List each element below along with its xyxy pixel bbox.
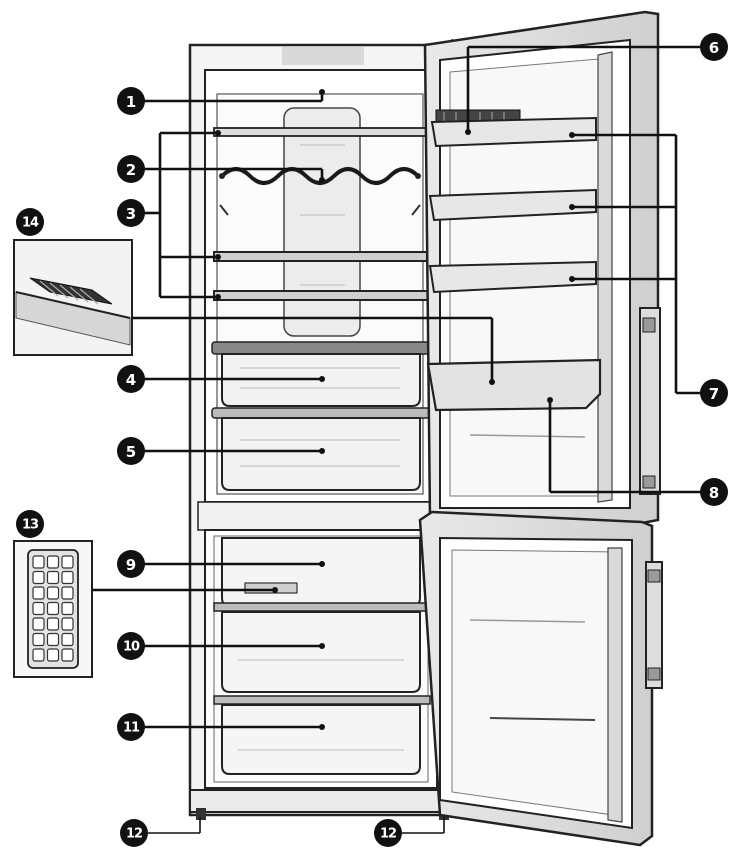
ice-cube-cell	[61, 586, 74, 600]
ice-cube-cell	[32, 617, 45, 631]
ice-cube-cell	[32, 555, 45, 569]
ice-cube-cell	[61, 617, 74, 631]
vegetable-drawer-upper	[211, 341, 431, 407]
door-shelf-1	[430, 116, 597, 148]
ice-cube-cell	[46, 555, 60, 569]
callout-13: 13	[16, 510, 44, 538]
shelf-supports	[219, 204, 421, 216]
ice-cube-cell	[46, 648, 60, 662]
ice-cube-cell	[46, 632, 60, 647]
callout-14: 14	[16, 208, 44, 236]
callout-2: 2	[117, 155, 145, 183]
leader-lines	[92, 45, 702, 834]
ice-cube-cell	[61, 632, 74, 647]
svg-text:2: 2	[126, 161, 136, 179]
ice-cube-cell	[46, 601, 60, 616]
ice-cube-cell	[61, 601, 74, 616]
callout-11: 11	[117, 713, 145, 741]
callout-10: 10	[117, 632, 145, 660]
svg-text:9: 9	[126, 556, 136, 574]
callout-7: 7	[700, 379, 728, 407]
callout-12-left: 12	[120, 819, 148, 847]
ice-cube-cell	[32, 586, 45, 600]
callout-3: 3	[117, 199, 145, 227]
ice-cube-cell	[46, 617, 60, 631]
ice-cube-cell	[32, 632, 45, 647]
ice-cube-cell	[32, 570, 45, 585]
callout-9: 9	[117, 550, 145, 578]
svg-text:5: 5	[126, 443, 136, 461]
ice-cube-cell	[46, 586, 60, 600]
shelf-top	[213, 127, 431, 137]
inset-13-ice-cube-tray	[13, 540, 93, 678]
callout-1: 1	[117, 87, 145, 115]
svg-text:3: 3	[126, 205, 136, 223]
leader-endpoints	[215, 89, 575, 730]
freezer-drawer-top	[213, 537, 431, 612]
svg-text:12: 12	[380, 827, 396, 842]
svg-text:7: 7	[709, 385, 719, 403]
freezer-door	[418, 510, 663, 847]
shelf-lower	[213, 290, 431, 301]
svg-text:14: 14	[22, 216, 39, 231]
ice-cube-cells	[32, 555, 74, 662]
ice-cube-cell	[61, 555, 74, 569]
callout-6: 6	[700, 33, 728, 61]
callout-4: 4	[117, 365, 145, 393]
svg-text:8: 8	[709, 484, 719, 502]
inset-14-butter-rack-detail	[13, 239, 133, 356]
freezer-drawer-bottom	[221, 704, 421, 775]
svg-text:12: 12	[126, 827, 142, 842]
svg-text:6: 6	[709, 39, 719, 57]
callout-5: 5	[117, 437, 145, 465]
ice-cube-cell	[32, 648, 45, 662]
door-shelf-2	[428, 188, 597, 222]
callout-8: 8	[700, 478, 728, 506]
ice-cube-cell	[32, 601, 45, 616]
door-shelf-3	[428, 260, 597, 294]
svg-text:4: 4	[126, 371, 136, 389]
door-bottle-shelf	[426, 358, 602, 412]
freezer-drawer-middle	[213, 611, 431, 705]
svg-text:10: 10	[123, 640, 140, 655]
svg-text:1: 1	[126, 93, 136, 111]
ice-cube-cell	[61, 570, 74, 585]
wine-rack	[219, 167, 421, 185]
ice-cube-cell	[61, 648, 74, 662]
svg-text:11: 11	[123, 721, 140, 736]
shelf-middle	[213, 251, 431, 262]
ice-cube-cell	[46, 570, 60, 585]
svg-text:13: 13	[22, 518, 39, 533]
callout-12-right: 12	[374, 819, 402, 847]
